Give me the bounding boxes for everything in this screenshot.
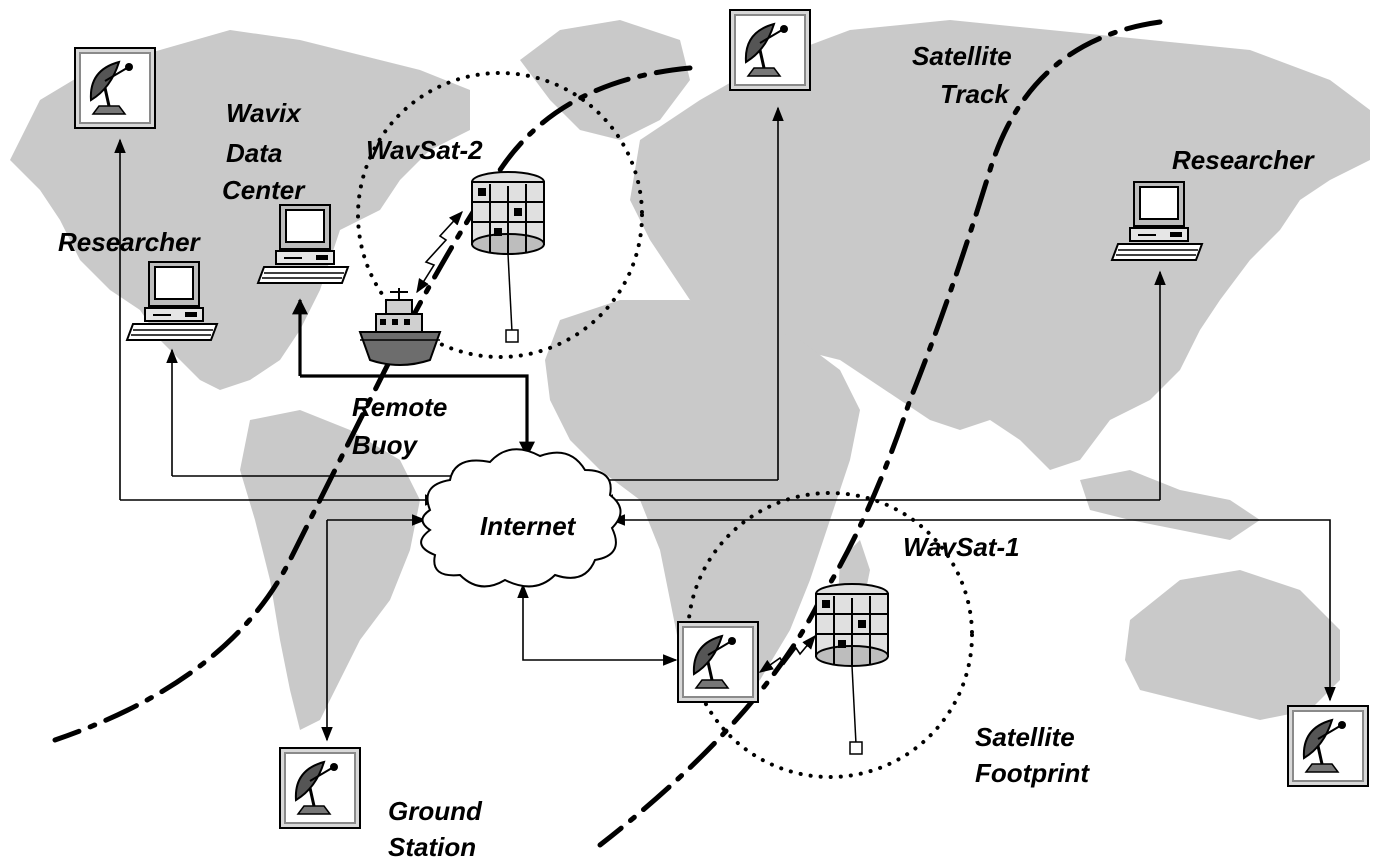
satellite-icon (471, 171, 545, 343)
radio-link-wavsat1-dish (758, 634, 816, 673)
satellite-dish-icon (676, 620, 760, 704)
remote-buoy-label: Remote Buoy (352, 392, 455, 460)
satellite-dish-icon (278, 746, 362, 830)
satellite-footprint-label: Satellite Footprint (975, 722, 1090, 788)
satellite-track-line-west (52, 65, 693, 743)
satellite-track-label: Satellite Track (912, 41, 1019, 109)
ground-station-label: Ground Station (388, 796, 489, 862)
researcher-right-label: Researcher (1172, 145, 1316, 175)
southeast-asia-islands (1080, 470, 1260, 540)
ship-icon (359, 287, 441, 366)
radio-link-wavsat2-buoy (416, 210, 463, 294)
wavsat-2-footprint (356, 71, 644, 359)
satellite-icon (815, 583, 889, 755)
wavsat-2-label: WavSat-2 (366, 135, 483, 165)
south-america-landmass (240, 410, 420, 730)
network-links (114, 106, 1336, 742)
cloud-icon (420, 448, 622, 588)
satellite-dish-icon (728, 8, 812, 92)
eurasia-landmass (630, 20, 1370, 470)
link-internet-dish-bottomcenter (517, 583, 678, 666)
australia-landmass (1125, 570, 1340, 720)
internet-cloud (420, 448, 622, 588)
wavsat-1-label: WavSat-1 (903, 532, 1020, 562)
researcher-left-label: Researcher (58, 227, 202, 257)
internet-label: Internet (480, 511, 577, 541)
link-internet-dish-right (610, 514, 1336, 702)
satellite-dish-icon (1286, 704, 1370, 788)
satellite-dish-icon (73, 46, 157, 130)
wavix-data-center-label: Wavix Data Center (222, 98, 308, 205)
